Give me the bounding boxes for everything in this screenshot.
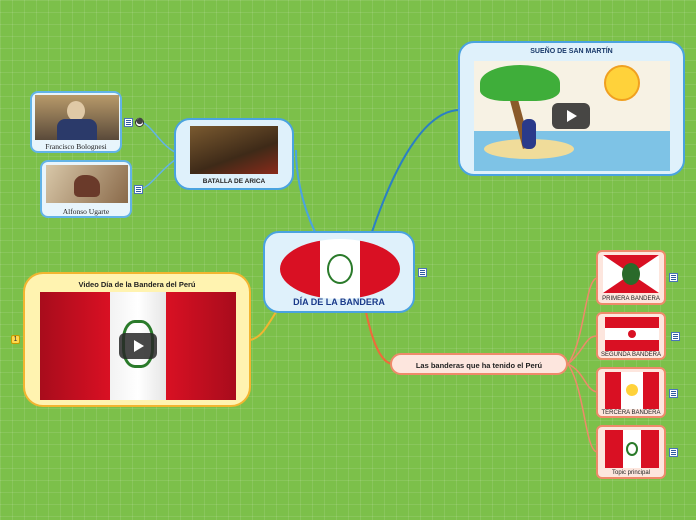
sun-icon [626, 384, 638, 396]
first-flag-image [603, 255, 659, 293]
note-icon[interactable] [671, 332, 680, 341]
bolognesi-portrait-image [35, 95, 119, 140]
central-topic[interactable]: DÍA DE LA BANDERA [263, 231, 415, 313]
primera-bandera-topic[interactable]: PRIMERA BANDERA [596, 250, 666, 305]
note-icon[interactable] [418, 268, 427, 277]
note-icon[interactable] [124, 118, 133, 127]
tercera-bandera-topic[interactable]: TERCERA BANDERA [596, 367, 666, 418]
batalla-topic[interactable]: BATALLA DE ARICA [174, 118, 294, 190]
ugarte-painting-image [46, 165, 128, 203]
sun-icon [604, 65, 640, 101]
sanmartin-title: SUEÑO DE SAN MARTÍN [460, 48, 683, 55]
coat-of-arms-icon [327, 254, 353, 284]
note-icon[interactable] [669, 389, 678, 398]
note-icon[interactable] [669, 273, 678, 282]
batalla-title: BATALLA DE ARICA [176, 178, 292, 185]
bandera-label: SEGUNDA BANDERA [598, 352, 664, 358]
cuarta-bandera-topic[interactable]: Topic principal [596, 425, 666, 479]
bandera-label: PRIMERA BANDERA [598, 296, 664, 302]
link-central-banderas [366, 312, 392, 364]
segunda-bandera-topic[interactable]: SEGUNDA BANDERA [596, 312, 666, 360]
sanmartin-video-thumbnail[interactable] [474, 61, 670, 171]
attachment-count-badge[interactable]: 1 [11, 335, 20, 344]
third-flag-image [605, 372, 659, 409]
note-icon[interactable] [669, 448, 678, 457]
figure-icon [522, 119, 536, 149]
play-button-icon [119, 333, 157, 359]
bandera-label: Topic principal [598, 470, 664, 476]
play-button-icon [552, 103, 590, 129]
link-central-batalla [296, 150, 315, 232]
banderas-title: Las banderas que ha tenido el Perú [392, 361, 566, 370]
peru-flag-image [280, 239, 400, 299]
link-banderas-2 [568, 336, 597, 364]
video-topic[interactable]: Video Día de la Bandera del Perú [23, 272, 251, 407]
bandera-label: TERCERA BANDERA [598, 410, 664, 416]
note-icon[interactable] [134, 185, 143, 194]
link-batalla-ugarte [140, 160, 175, 189]
sun-icon [628, 330, 636, 338]
video-title: Video Día de la Bandera del Perú [25, 280, 249, 289]
link-central-sanmartin [372, 110, 460, 232]
link-central-video [250, 312, 276, 340]
bolognesi-name: Francisco Bolognesi [32, 142, 120, 151]
banderas-topic[interactable]: Las banderas que ha tenido el Perú [390, 353, 568, 375]
ugarte-name: Alfonso Ugarte [42, 207, 130, 216]
laurel-icon [622, 263, 640, 285]
link-banderas-3 [568, 364, 597, 392]
central-title: DÍA DE LA BANDERA [265, 297, 413, 307]
coat-of-arms-icon [626, 442, 638, 456]
link-banderas-1 [568, 278, 597, 364]
bolognesi-topic[interactable]: Francisco Bolognesi [30, 91, 122, 153]
fourth-flag-image [605, 430, 659, 468]
link-icon[interactable]: ⚫ [135, 118, 144, 127]
sanmartin-topic[interactable]: SUEÑO DE SAN MARTÍN [458, 41, 685, 176]
battle-painting-image [190, 126, 278, 174]
second-flag-image [605, 317, 659, 351]
video-thumbnail[interactable] [40, 292, 236, 400]
link-batalla-bolognesi [140, 122, 175, 152]
ugarte-topic[interactable]: Alfonso Ugarte [40, 160, 132, 218]
